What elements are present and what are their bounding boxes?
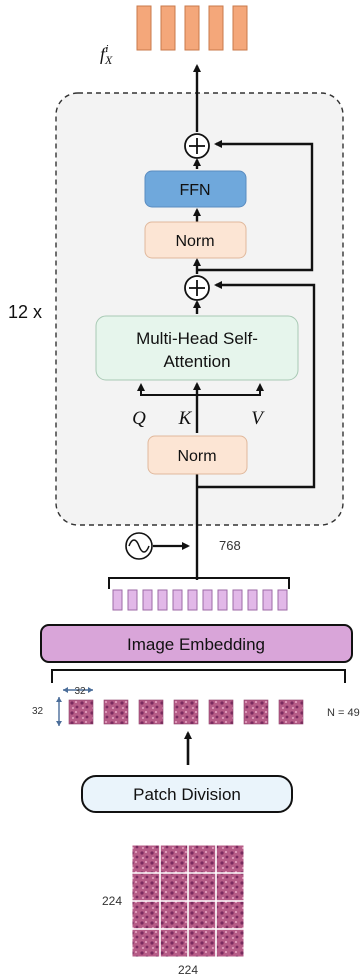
embedding-tokens xyxy=(112,589,288,611)
v-label: V xyxy=(251,408,265,429)
output-tokens xyxy=(136,5,248,51)
embedding-token xyxy=(127,589,138,611)
image-width-label: 224 xyxy=(178,963,198,977)
patch-count-label: N = 49 xyxy=(327,707,360,719)
residual-connection xyxy=(197,140,314,272)
output-token xyxy=(208,5,224,51)
ffn-box xyxy=(144,170,247,208)
embedding-token xyxy=(217,589,228,611)
image-patch xyxy=(138,699,164,725)
positional-encoding-icon xyxy=(125,532,153,560)
image-embedding-label: Image Embedding xyxy=(127,635,265,654)
image-embedding-box xyxy=(40,624,353,663)
image-patch xyxy=(103,699,129,725)
patch-division-label: Patch Division xyxy=(133,785,241,804)
output-token xyxy=(232,5,248,51)
output-token xyxy=(136,5,152,51)
patch-width-label: 32 xyxy=(74,686,86,697)
norm-box-bottom xyxy=(147,435,248,475)
patch-bracket xyxy=(51,669,346,683)
patch-division-box xyxy=(81,775,293,813)
image-height-label: 224 xyxy=(102,894,122,908)
mhsa-box xyxy=(95,315,299,381)
dim-label: 768 xyxy=(219,538,241,553)
v-branch xyxy=(197,383,264,396)
output-label-text: fXi xyxy=(100,43,113,67)
embedding-token xyxy=(262,589,273,611)
norm-top-label: Norm xyxy=(175,233,214,250)
token-bracket xyxy=(108,577,290,589)
mhsa-label-line1: Multi-Head Self- xyxy=(136,329,258,348)
norm-box-top xyxy=(144,221,247,259)
embedding-token xyxy=(142,589,153,611)
repeat-label: 12 x xyxy=(8,302,42,322)
image-patch xyxy=(278,699,304,725)
embedding-token xyxy=(187,589,198,611)
embedding-token xyxy=(172,589,183,611)
output-label: fXi xyxy=(100,43,113,67)
image-patch xyxy=(243,699,269,725)
k-label: K xyxy=(178,408,193,429)
input-image xyxy=(131,844,245,958)
output-token xyxy=(184,5,200,51)
output-token xyxy=(160,5,176,51)
patch-row xyxy=(68,699,304,725)
q-branch xyxy=(137,383,197,396)
image-patch xyxy=(208,699,234,725)
image-patch xyxy=(68,699,94,725)
embedding-token xyxy=(277,589,288,611)
embedding-token xyxy=(232,589,243,611)
embedding-token xyxy=(247,589,258,611)
ffn-label: FFN xyxy=(179,182,210,199)
residual-connection xyxy=(197,281,316,489)
embedding-token xyxy=(157,589,168,611)
add-node-top xyxy=(184,133,210,159)
q-label: Q xyxy=(132,408,146,429)
encoder-block xyxy=(55,92,344,526)
norm-bottom-label: Norm xyxy=(177,448,216,465)
patch-height-label: 32 xyxy=(32,706,44,717)
embedding-token xyxy=(202,589,213,611)
add-node-bottom xyxy=(184,275,210,301)
embedding-token xyxy=(112,589,123,611)
patch-size-annotation xyxy=(56,687,93,726)
mhsa-label-line2: Attention xyxy=(163,352,230,371)
image-patch xyxy=(173,699,199,725)
